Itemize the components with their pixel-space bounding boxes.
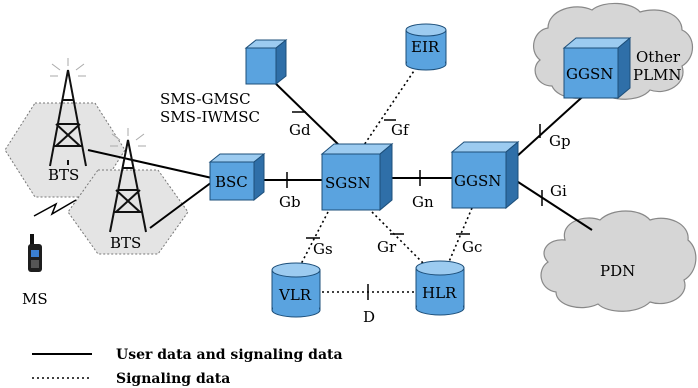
ggsn-other-label: GGSN <box>566 65 613 83</box>
link-bts2-bsc <box>149 181 213 229</box>
link-bts1-bsc <box>87 149 213 179</box>
sgsn-label: SGSN <box>325 174 371 192</box>
eir-cylinder <box>405 23 447 71</box>
interface-gs-label: Gs <box>313 240 333 258</box>
interface-gp-label: Gp <box>549 132 571 150</box>
hlr-cylinder <box>415 260 465 316</box>
ggsn-main-label: GGSN <box>454 172 501 190</box>
bts2-label: BTS <box>110 234 141 252</box>
link-sgsn-vlr <box>299 211 329 267</box>
bsc-box <box>208 152 266 202</box>
legend: User data and signaling data Signaling d… <box>32 347 343 387</box>
link-smsgmsc-sgsn <box>271 79 343 149</box>
interface-gr-label: Gr <box>377 238 397 256</box>
interface-d-label: D <box>363 308 375 326</box>
interface-gf-label: Gf <box>391 121 410 139</box>
ms-label: MS <box>22 290 48 308</box>
pdn-cloud <box>540 210 697 312</box>
bsc-label: BSC <box>215 173 248 191</box>
link-ggsn-hlr <box>447 207 473 265</box>
ggsn-other-box <box>562 36 632 100</box>
legend-solid-label: User data and signaling data <box>116 347 343 363</box>
interface-ticks <box>286 111 543 300</box>
mobile-phone-icon <box>28 234 42 272</box>
sgsn-box <box>320 142 394 212</box>
vlr-cylinder <box>271 262 321 318</box>
other-label: Other <box>636 48 681 66</box>
interface-gb-label: Gb <box>279 193 301 211</box>
sms-gmsc-box <box>244 38 288 86</box>
bts-tower-upper-icon <box>49 58 87 167</box>
interface-gn-label: Gn <box>412 193 434 211</box>
interface-gi-label: Gi <box>550 182 567 200</box>
legend-dotted-label: Signaling data <box>116 371 230 387</box>
interface-gd-label: Gd <box>289 121 311 139</box>
solid-links <box>87 79 593 231</box>
sms-iwmsc-label: SMS-IWMSC <box>160 108 260 126</box>
radio-link-zigzag <box>33 199 77 217</box>
bts-tower-lower-icon <box>109 128 147 233</box>
vlr-label: VLR <box>278 286 312 304</box>
hlr-label: HLR <box>422 284 457 302</box>
interface-gc-label: Gc <box>462 238 482 256</box>
plmn-label: PLMN <box>633 66 682 84</box>
ggsn-main-box <box>450 140 520 210</box>
sms-gmsc-label: SMS-GMSC <box>160 90 251 108</box>
bts1-label: BTS <box>48 166 79 184</box>
link-sgsn-eir <box>361 61 421 149</box>
dotted-links <box>299 61 473 293</box>
eir-label: EIR <box>411 38 440 56</box>
link-ggsn-othergsn <box>514 89 591 159</box>
pdn-label: PDN <box>600 262 635 280</box>
link-ggsn-pdn <box>514 179 593 231</box>
